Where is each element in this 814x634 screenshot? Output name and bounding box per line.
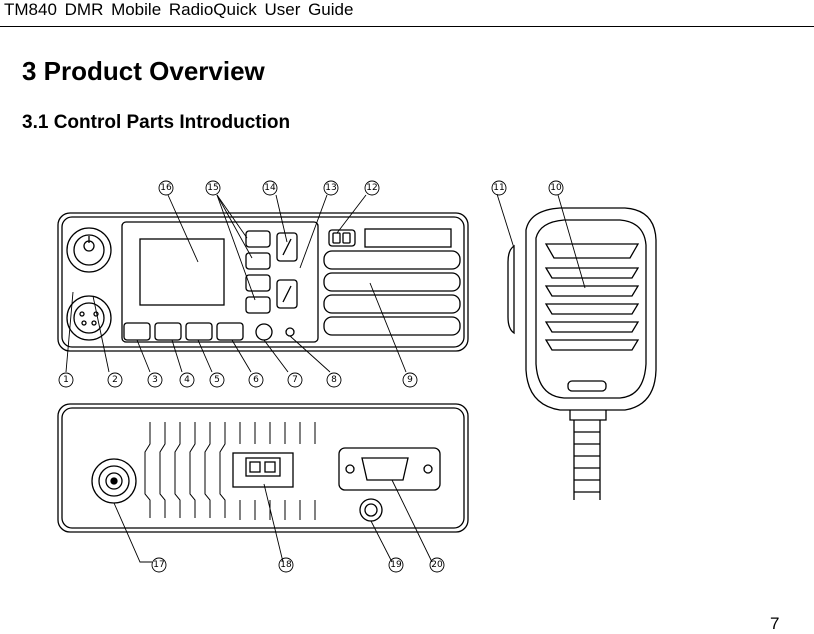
callout-9: 9 (407, 375, 413, 385)
callout-11: 11 (493, 183, 504, 193)
callout-1: 1 (63, 375, 69, 385)
callout-14: 14 (264, 183, 276, 193)
callout-3: 3 (152, 375, 158, 385)
callout-markers (58, 180, 564, 573)
callout-7: 7 (292, 375, 298, 385)
radio-diagram: 1 2 3 4 5 6 7 8 9 10 11 12 13 14 15 16 1… (57, 180, 657, 573)
callout-13: 13 (325, 183, 336, 193)
section-title: 3 Product Overview (22, 56, 265, 86)
callout-numbers: 1 2 3 4 5 6 7 8 9 10 11 12 13 14 15 16 1… (63, 183, 562, 570)
callout-5: 5 (214, 375, 220, 385)
page-header: TM840 DMR Mobile RadioQuick User Guide (0, 0, 814, 27)
callout-10: 10 (550, 183, 562, 193)
callout-8: 8 (331, 375, 337, 385)
callout-20: 20 (431, 560, 443, 570)
microphone-drawing (507, 207, 657, 500)
callout-19: 19 (390, 560, 402, 570)
header-title: TM840 DMR Mobile RadioQuick User Guide (4, 0, 354, 19)
callout-15: 15 (207, 183, 218, 193)
page-number: 7 (770, 614, 780, 633)
callout-18: 18 (280, 560, 292, 570)
callout-17: 17 (153, 560, 164, 570)
front-panel-drawing (57, 212, 469, 352)
callout-16: 16 (160, 183, 172, 193)
callout-12: 12 (366, 183, 377, 193)
callout-2: 2 (112, 375, 118, 385)
callout-6: 6 (253, 375, 259, 385)
back-panel-drawing (57, 403, 469, 533)
callout-4: 4 (184, 375, 190, 385)
subsection-title: 3.1 Control Parts Introduction (22, 112, 291, 133)
callout-leaders (65, 193, 586, 563)
